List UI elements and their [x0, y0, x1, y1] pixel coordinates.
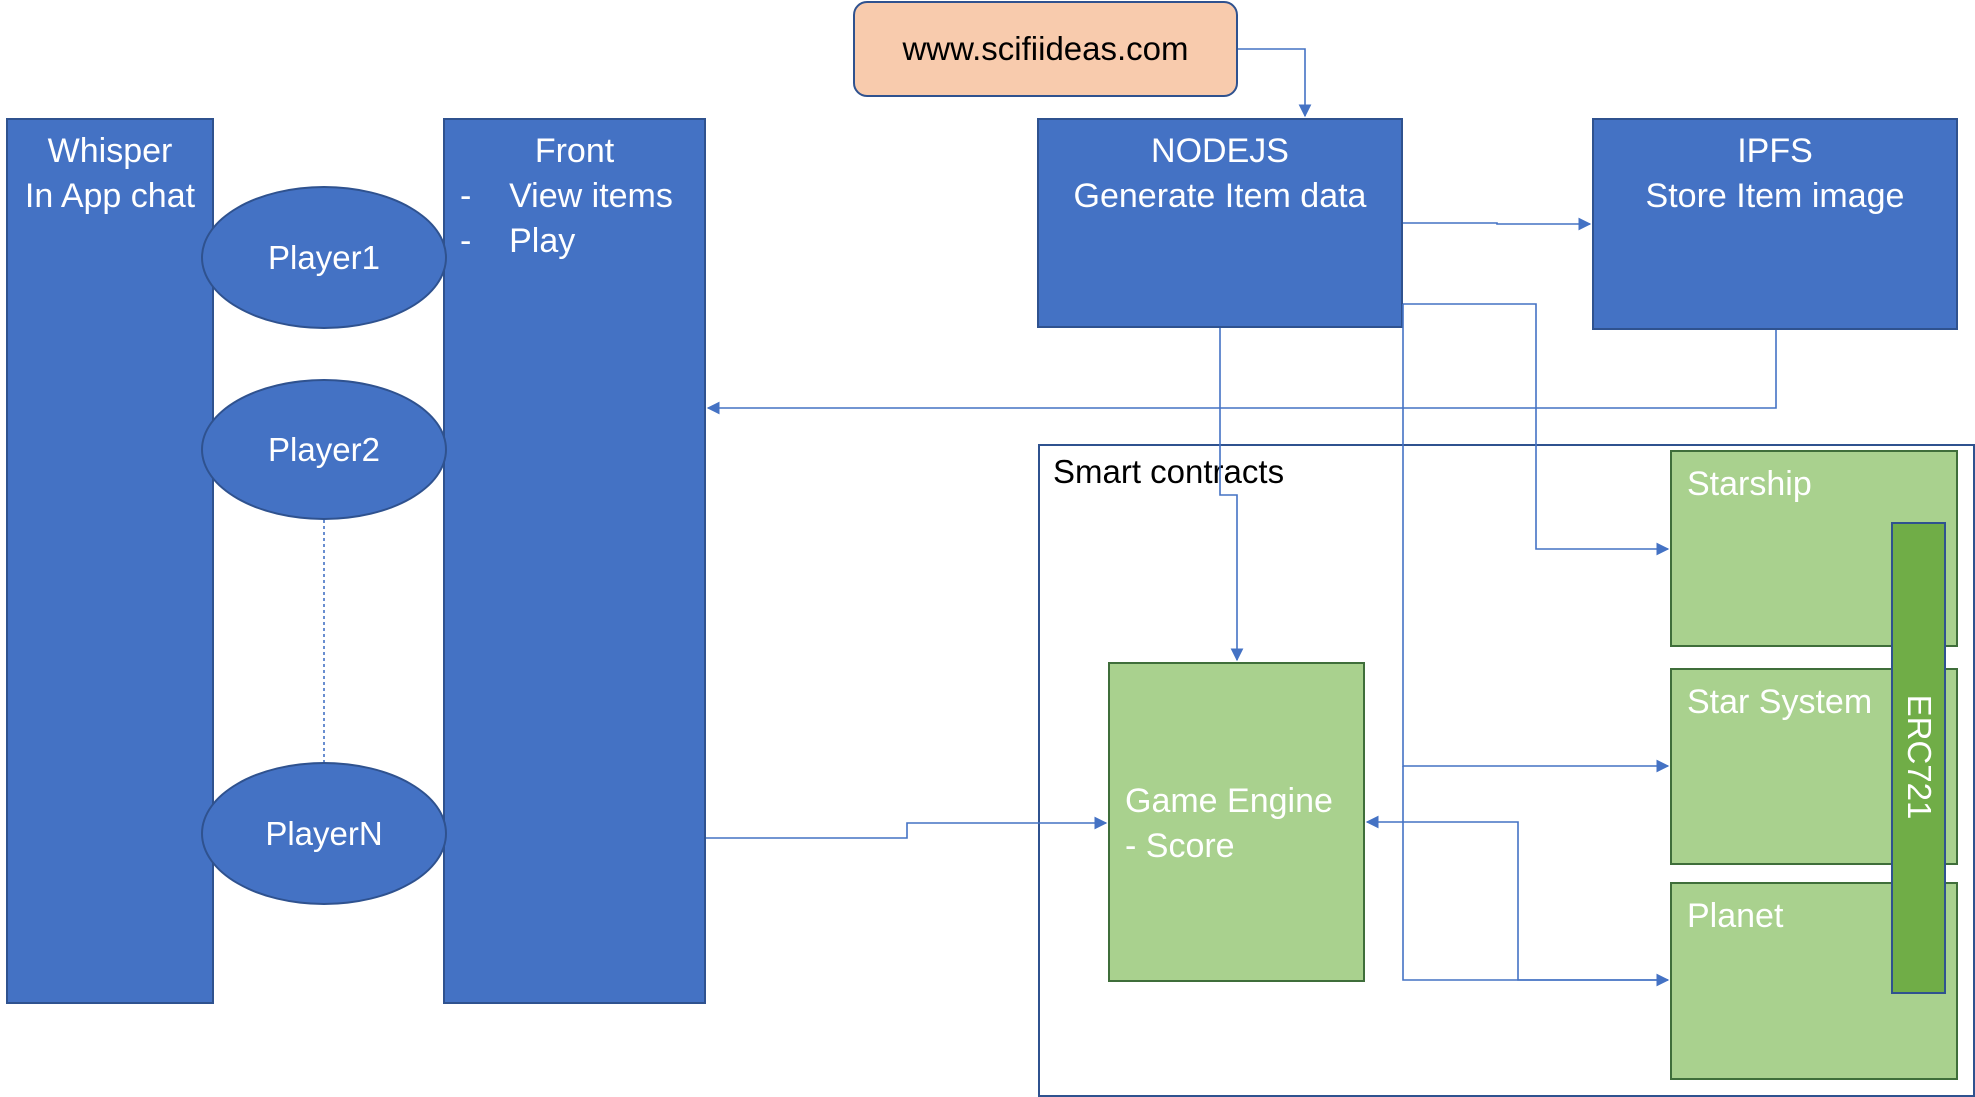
- ipfs-to-front-arrow: [706, 330, 1777, 415]
- nodejs-to-ipfs-arrow: [1403, 217, 1592, 231]
- nodejs-to-starship-arrow: [1403, 303, 1670, 556]
- playern-node: PlayerN: [201, 762, 447, 905]
- url-to-nodejs-arrow: [1238, 48, 1312, 118]
- player2-label: Player2: [268, 430, 380, 468]
- nodejs-to-planet-arrow: [1402, 766, 1670, 987]
- whisper-subtitle: In App chat: [24, 177, 196, 215]
- game-engine-node: Game Engine - Score: [1108, 662, 1365, 982]
- planet-to-game-engine-arrow: [1365, 815, 1668, 981]
- starship-label: Starship: [1687, 465, 1812, 503]
- front-item-view: - View items: [460, 177, 673, 215]
- ipfs-title: IPFS: [1737, 132, 1813, 170]
- game-engine-title: Game Engine: [1125, 782, 1333, 820]
- planet-label: Planet: [1687, 897, 1784, 935]
- star-system-label: Star System: [1687, 683, 1873, 721]
- smart-contracts-group: [1038, 444, 1975, 1097]
- url-label: www.scifiideas.com: [902, 30, 1189, 67]
- nodejs-title: NODEJS: [1151, 132, 1289, 170]
- player1-node: Player1: [201, 186, 447, 329]
- nodejs-to-game-engine-arrow: [1219, 328, 1244, 662]
- player1-label: Player1: [268, 238, 380, 276]
- game-engine-subtitle: - Score: [1125, 827, 1235, 865]
- ipfs-subtitle: Store Item image: [1645, 177, 1905, 215]
- url-node: www.scifiideas.com: [853, 1, 1238, 97]
- front-to-game-engine-arrow: [706, 816, 1108, 839]
- nodejs-node: NODEJS Generate Item data: [1037, 118, 1403, 328]
- front-title: Front: [534, 132, 615, 170]
- erc721-bar: [1891, 522, 1946, 994]
- smart-contracts-label: Smart contracts: [1053, 453, 1285, 490]
- whisper-title: Whisper: [47, 132, 173, 170]
- front-node: Front - View items - Play: [443, 118, 706, 1004]
- whisper-node: Whisper In App chat: [6, 118, 214, 1004]
- front-item-play: - Play: [460, 222, 576, 260]
- player2-node: Player2: [201, 379, 447, 520]
- playern-label: PlayerN: [265, 814, 383, 852]
- ipfs-node: IPFS Store Item image: [1592, 118, 1958, 330]
- nodejs-subtitle: Generate Item data: [1073, 177, 1367, 215]
